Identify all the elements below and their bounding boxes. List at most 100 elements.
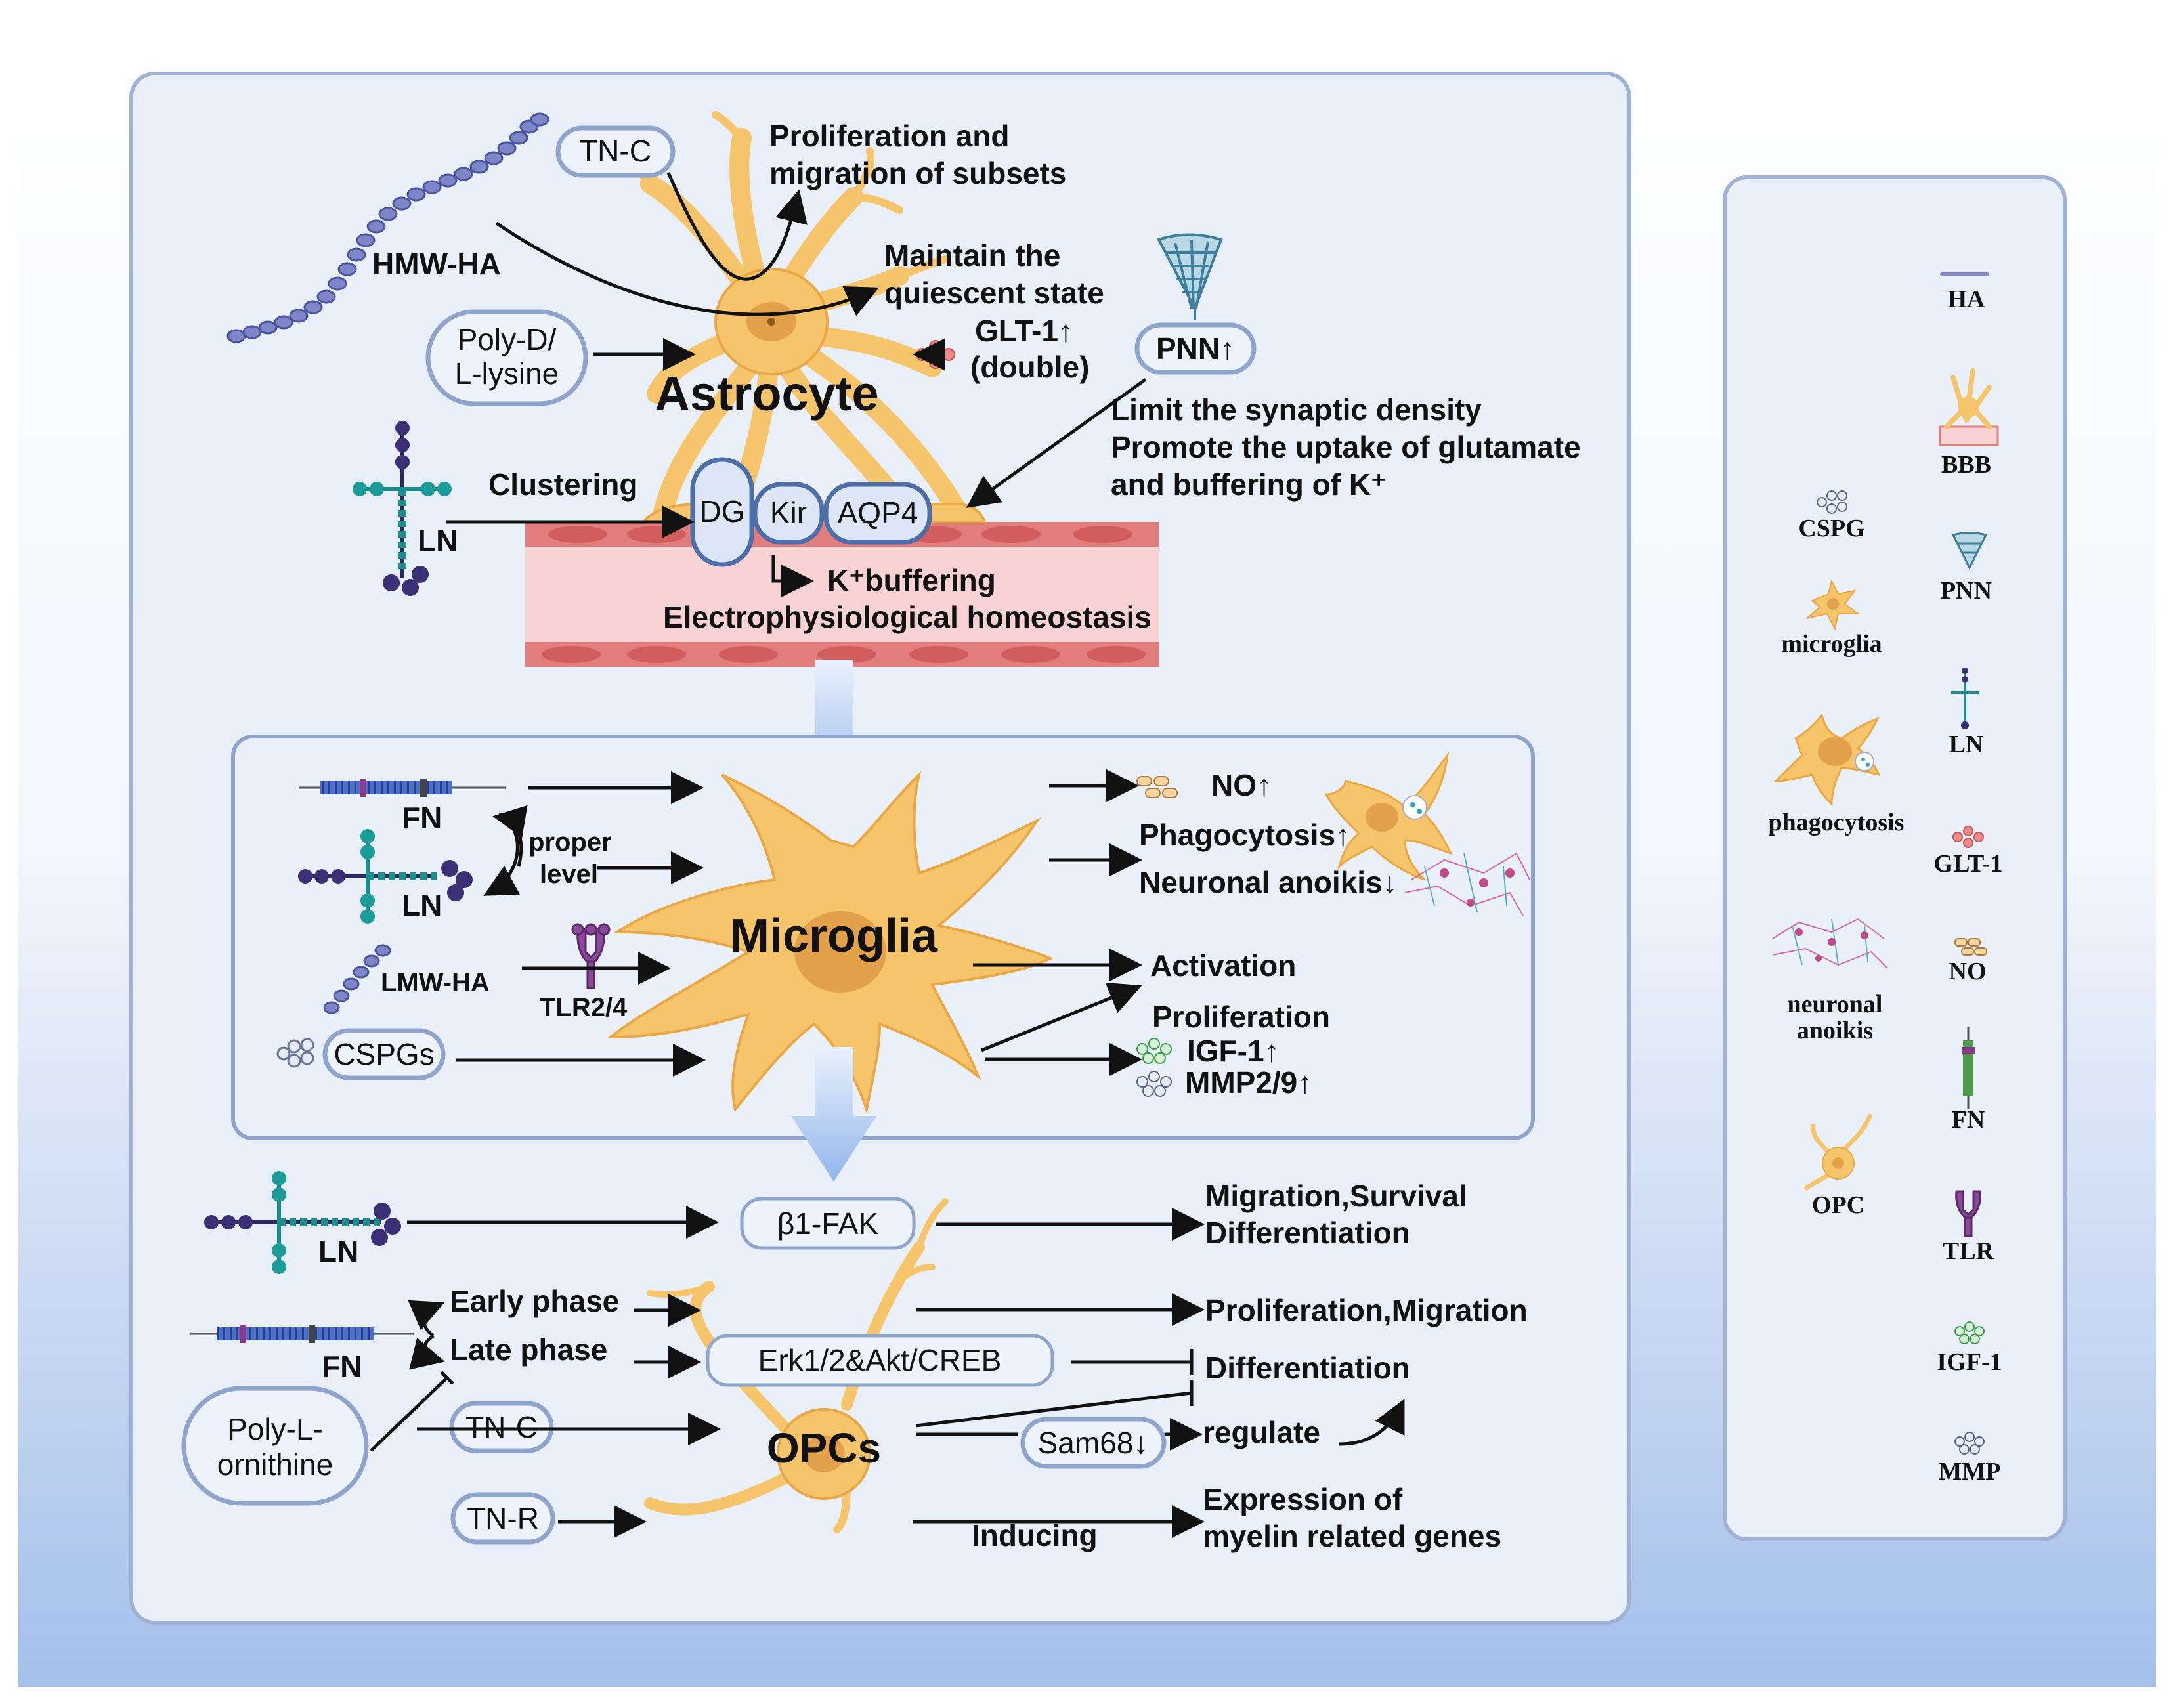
clustering-label: Clustering (488, 467, 637, 502)
legend-cspg-label: CSPG (1798, 515, 1864, 542)
early-phase-label: Early phase (450, 1284, 619, 1318)
legend-mmp-label: MMP (1939, 1458, 2001, 1485)
expression-label-2: myelin related genes (1203, 1519, 1501, 1553)
regulate-label: regulate (1203, 1415, 1320, 1449)
activation-label: Activation (1150, 949, 1296, 983)
svg-text:TN-C: TN-C (579, 134, 651, 168)
astrocyte-cell (628, 111, 987, 523)
lmw-ha-chain (323, 944, 391, 1014)
microglia-cell (607, 770, 1054, 1115)
cspgs-pill: CSPGs (322, 1028, 446, 1080)
microglia-section: CSPGs (231, 735, 1535, 1140)
legend-tlr-label: TLR (1943, 1237, 1994, 1265)
tnr-pill: TN-R (450, 1492, 555, 1545)
legend-phagocytosis-icon (1773, 714, 1881, 807)
legend-glt1-label: GLT-1 (1934, 850, 2003, 878)
legend-tlr-icon (1955, 1190, 1981, 1237)
b1fak-pill: β1-FAK (740, 1197, 916, 1250)
pnn-net (1157, 233, 1223, 320)
no-icon-small (1136, 776, 1178, 798)
fn-molecule-opc (190, 1325, 414, 1343)
legend-no-label: NO (1949, 958, 1987, 985)
mmp-icon-small (1136, 1071, 1172, 1097)
phagocyte-cell (1324, 751, 1453, 881)
opc-arrows (370, 1206, 1405, 1538)
prolif-label-2: migration of subsets (769, 156, 1066, 190)
legend-pnn-icon (1951, 532, 1988, 570)
proper-label-2: level (540, 860, 598, 889)
ln-molecule-opc (204, 1171, 401, 1274)
tnc-pill-astro: TN-C (555, 125, 676, 178)
glt1-label: GLT-1↑ (975, 314, 1073, 348)
legend-anoikis-label-2: anoikis (1797, 1017, 1873, 1044)
igf-icon-small (1136, 1038, 1172, 1064)
astrocyte-section: DG Kir AQP4 TN-C Poly-D/ L-lysine PNN↑ (226, 111, 1581, 667)
double-label: (double) (970, 350, 1089, 384)
erk-pill: Erk1/2&Akt/CREB (706, 1334, 1054, 1387)
legend-ln-label: LN (1949, 731, 1984, 758)
ln-label-astro: LN (418, 524, 458, 558)
legend-anoikis-icon (1772, 918, 1888, 969)
legend-cspg-icon (1817, 490, 1847, 514)
legend-pnn-label: PNN (1941, 577, 1992, 605)
ln-label-opc: LN (318, 1234, 358, 1268)
legend-anoikis-label-1: neuronal (1787, 991, 1882, 1018)
legend-opc-label: OPC (1812, 1191, 1864, 1219)
legend-microglia-icon (1806, 579, 1860, 631)
differentiation-label: Differentiation (1205, 1351, 1410, 1385)
legend-igf-label: IGF-1 (1937, 1348, 2002, 1376)
ln-molecule-astro (353, 421, 452, 596)
svg-text:PNN↑: PNN↑ (1156, 331, 1235, 366)
aqp4-label: AQP4 (838, 496, 918, 530)
legend-ha-icon (1940, 272, 1989, 276)
limit-label-3: and buffering of K⁺ (1111, 467, 1387, 502)
opc-section: β1-FAK Erk1/2&Akt/CREB Poly-L- ornithine… (181, 1171, 1528, 1553)
sam68-pill: Sam68↓ (1020, 1417, 1167, 1469)
dg-label: DG (700, 494, 745, 528)
svg-text:TN-C: TN-C (465, 1410, 538, 1444)
legend-bbb-icon (1939, 368, 1999, 446)
mmp-label: MMP2/9↑ (1185, 1065, 1312, 1100)
legend-mmp-icon (1954, 1432, 1985, 1455)
fn-label-microglia: FN (402, 801, 442, 835)
flow-arrow-2 (791, 1047, 876, 1182)
proliferation-label: Proliferation (1152, 1000, 1330, 1034)
svg-text:ornithine: ornithine (217, 1447, 333, 1482)
proper-label-1: proper (528, 828, 612, 857)
tlr-receptor (571, 923, 611, 989)
legend-microglia-label: microglia (1781, 630, 1882, 658)
legend-opc-icon (1804, 1113, 1872, 1191)
legend-ha-label: HA (1948, 286, 1986, 313)
ln-label-microglia: LN (402, 888, 442, 922)
phagocytosis-label: Phagocytosis↑ (1139, 818, 1350, 852)
microglia-label: Microglia (730, 910, 938, 962)
quiescent-label-2: quiescent state (884, 276, 1104, 310)
tlr-label: TLR2/4 (540, 993, 628, 1022)
prolif-mig-label: Proliferation,Migration (1205, 1293, 1528, 1327)
svg-text:Erk1/2&Akt/CREB: Erk1/2&Akt/CREB (758, 1343, 1002, 1377)
legend-bbb-label: BBB (1941, 451, 1991, 479)
quiescent-label-1: Maintain the (884, 238, 1060, 272)
migration-label-1: Migration,Survival (1205, 1179, 1467, 1213)
legend-ln-icon (1951, 668, 1979, 729)
prolif-label-1: Proliferation and (769, 119, 1009, 153)
dg-channel: DG (690, 457, 754, 567)
k-buffering-label: K⁺buffering (827, 563, 996, 597)
poly-dl-lysine-pill: Poly-D/ L-lysine (425, 309, 588, 406)
pnn-pill: PNN↑ (1134, 322, 1257, 375)
anoikis-network (1404, 852, 1530, 916)
astro-arrows (446, 172, 1147, 597)
migration-label-2: Differentiation (1205, 1216, 1410, 1250)
lmw-ha-label: LMW-HA (381, 968, 490, 997)
legend-phagocytosis-label: phagocytosis (1769, 809, 1905, 836)
legend-glt1-icon (1952, 826, 1984, 848)
opcs-label: OPCs (767, 1424, 881, 1472)
limit-label-1: Limit the synaptic density (1111, 393, 1482, 427)
svg-text:L-lysine: L-lysine (455, 356, 559, 391)
hmw-ha-label: HMW-HA (372, 247, 501, 281)
fn-molecule-microglia (299, 779, 506, 797)
ln-molecule-microglia (298, 829, 473, 924)
legend-panel (1723, 175, 2067, 1541)
cspg-icon-small (276, 1038, 314, 1068)
